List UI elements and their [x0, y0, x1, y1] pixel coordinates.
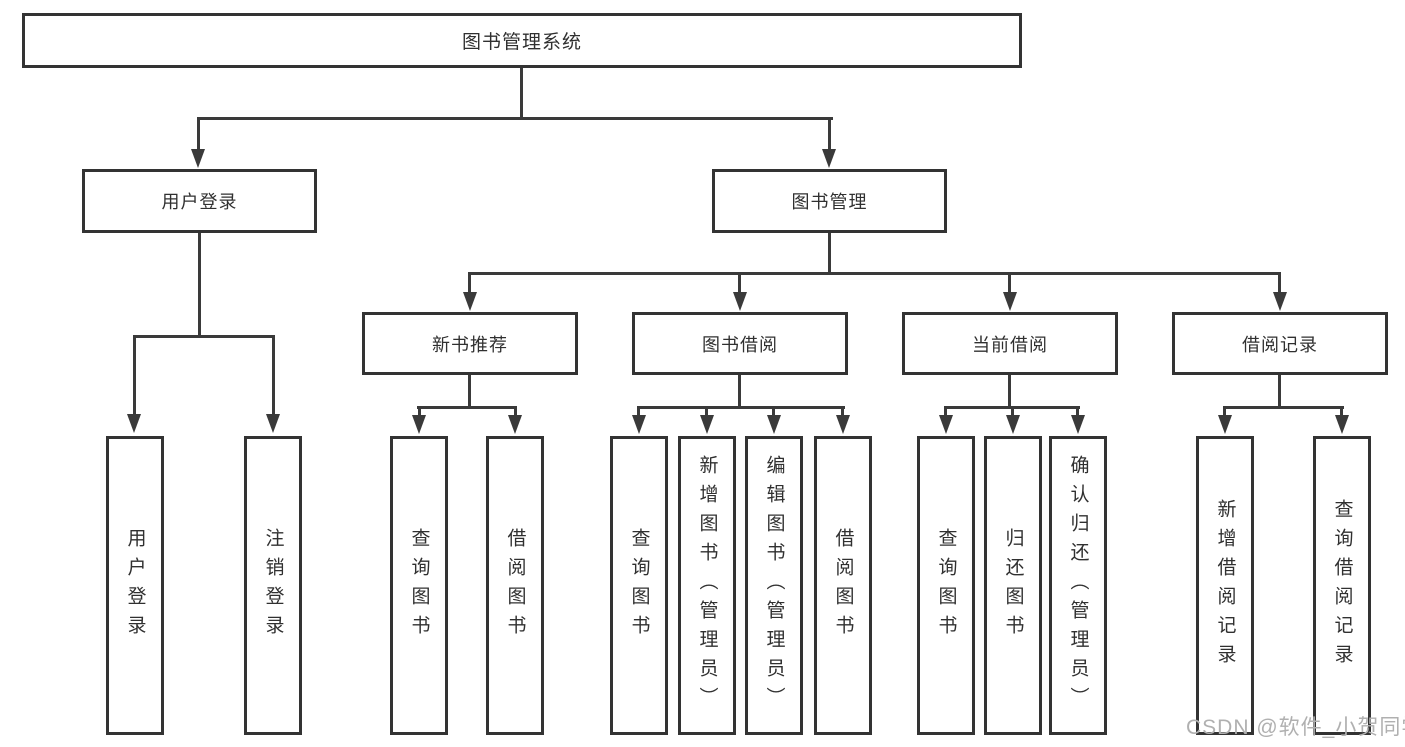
leaf-query-book-borrow-label: 查询图书 — [628, 527, 650, 644]
connector-borrow-record-stem — [1278, 375, 1281, 408]
node-book-management-label: 图书管理 — [791, 192, 868, 212]
arrowhead-borrow-book-1 — [508, 415, 522, 434]
leaf-query-book-current: 查询图书 — [917, 436, 975, 735]
connector-book-borrow-stem — [738, 375, 741, 408]
connector-drop — [514, 406, 517, 418]
leaf-query-book-recommend: 查询图书 — [390, 436, 448, 735]
connector-new-book-drop — [468, 272, 471, 294]
connector-drop — [1340, 406, 1343, 418]
node-borrow-record: 借阅记录 — [1172, 312, 1388, 375]
leaf-return-book: 归还图书 — [984, 436, 1042, 735]
node-book-borrow: 图书借阅 — [632, 312, 848, 375]
leaf-borrow-book-recommend-label: 借阅图书 — [504, 527, 526, 644]
connector-leaf-login-drop — [133, 335, 136, 415]
connector-root-stem — [520, 68, 523, 117]
leaf-borrow-book-label: 借阅图书 — [832, 527, 854, 644]
arrowhead-edit-book — [767, 415, 781, 434]
connector-book-borrow-drop — [738, 272, 741, 294]
arrowhead-return-book — [1006, 415, 1020, 434]
csdn-watermark: CSDN @软件_小贺同学 — [1186, 716, 1405, 739]
leaf-add-borrow-record-label: 新增借阅记录 — [1214, 498, 1236, 673]
connector-new-book-stem — [468, 375, 471, 408]
connector-drop — [418, 406, 421, 418]
leaf-logout: 注销登录 — [244, 436, 302, 735]
leaf-logout-label: 注销登录 — [262, 527, 284, 644]
leaf-add-borrow-record: 新增借阅记录 — [1196, 436, 1254, 735]
arrowhead-current-borrow — [1003, 292, 1017, 311]
arrowhead-user-login — [191, 149, 205, 168]
arrowhead-borrow-book-2 — [836, 415, 850, 434]
arrowhead-book-management — [822, 149, 836, 168]
connector-drop — [705, 406, 708, 418]
arrowhead-query-book-2 — [632, 415, 646, 434]
connector-drop — [637, 406, 640, 418]
node-user-login: 用户登录 — [82, 169, 317, 233]
node-current-borrow-label: 当前借阅 — [972, 334, 1048, 355]
leaf-query-borrow-record: 查询借阅记录 — [1313, 436, 1371, 735]
leaf-edit-book-admin-label: 编辑图书（管理员） — [763, 455, 785, 716]
arrowhead-new-book-recommend — [463, 292, 477, 311]
arrowhead-borrow-record — [1273, 292, 1287, 311]
connector-drop — [1223, 406, 1226, 418]
leaf-user-login: 用户登录 — [106, 436, 164, 735]
leaf-add-book-admin: 新增图书（管理员） — [678, 436, 736, 735]
connector-drop — [841, 406, 844, 418]
leaf-query-borrow-record-label: 查询借阅记录 — [1331, 498, 1353, 673]
arrowhead-confirm-return — [1071, 415, 1085, 434]
connector-book-management-stem — [828, 233, 831, 274]
node-book-management: 图书管理 — [712, 169, 947, 233]
leaf-query-book-recommend-label: 查询图书 — [408, 527, 430, 644]
connector-new-book-rail — [417, 406, 517, 409]
arrowhead-leaf-login — [127, 414, 141, 433]
connector-drop — [944, 406, 947, 418]
connector-drop — [772, 406, 775, 418]
connector-drop — [1011, 406, 1014, 418]
connector-book-management-drop — [828, 117, 831, 151]
leaf-query-book-borrow: 查询图书 — [610, 436, 668, 735]
connector-current-borrow-drop — [1008, 272, 1011, 294]
leaf-borrow-book-recommend: 借阅图书 — [486, 436, 544, 735]
leaf-confirm-return-admin-label: 确认归还（管理员） — [1067, 455, 1089, 716]
connector-user-login-rail — [133, 335, 275, 338]
arrowhead-query-book-3 — [939, 415, 953, 434]
connector-level3-rail — [468, 272, 1281, 275]
arrowhead-add-borrow-record — [1218, 415, 1232, 434]
connector-leaf-logout-drop — [272, 335, 275, 415]
arrowhead-leaf-logout — [266, 414, 280, 433]
connector-user-login-drop — [197, 117, 200, 151]
connector-borrow-record-drop — [1278, 272, 1281, 294]
leaf-add-book-admin-label: 新增图书（管理员） — [696, 455, 718, 716]
leaf-borrow-book: 借阅图书 — [814, 436, 872, 735]
arrowhead-add-book — [700, 415, 714, 434]
connector-book-borrow-rail — [637, 406, 845, 409]
node-root-label: 图书管理系统 — [461, 32, 582, 53]
connector-level2-rail — [197, 117, 833, 120]
leaf-query-book-current-label: 查询图书 — [935, 527, 957, 644]
leaf-confirm-return-admin: 确认归还（管理员） — [1049, 436, 1107, 735]
arrowhead-query-book-1 — [412, 415, 426, 434]
leaf-edit-book-admin: 编辑图书（管理员） — [745, 436, 803, 735]
node-current-borrow: 当前借阅 — [902, 312, 1118, 375]
connector-current-borrow-stem — [1008, 375, 1011, 408]
leaf-return-book-label: 归还图书 — [1002, 527, 1024, 644]
connector-borrow-record-rail — [1223, 406, 1344, 409]
leaf-user-login-label: 用户登录 — [124, 527, 146, 644]
arrowhead-query-borrow-record — [1335, 415, 1349, 434]
node-root: 图书管理系统 — [22, 13, 1022, 68]
connector-user-login-stem — [198, 233, 201, 337]
node-book-borrow-label: 图书借阅 — [702, 334, 778, 355]
arrowhead-book-borrow — [733, 292, 747, 311]
connector-drop — [1076, 406, 1079, 418]
node-new-book-recommend-label: 新书推荐 — [432, 334, 508, 355]
node-borrow-record-label: 借阅记录 — [1242, 334, 1318, 355]
node-user-login-label: 用户登录 — [161, 192, 238, 212]
node-new-book-recommend: 新书推荐 — [362, 312, 578, 375]
